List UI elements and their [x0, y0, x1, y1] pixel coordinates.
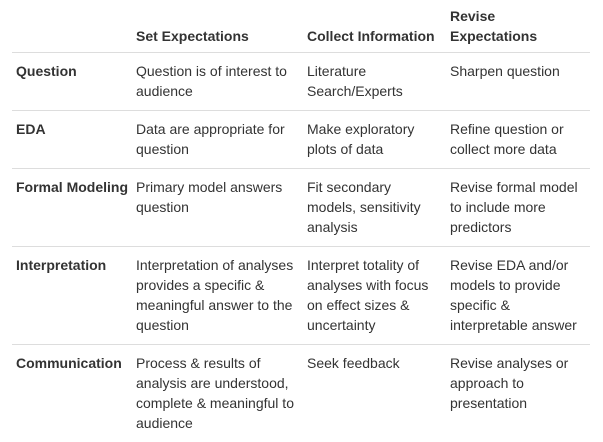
row-label-interpretation: Interpretation	[12, 247, 132, 345]
cell-set-expectations: Interpretation of analyses provides a sp…	[132, 247, 303, 345]
cell-revise-expectations: Revise EDA and/or models to provide spec…	[446, 247, 590, 345]
table-row: EDA Data are appropriate for question Ma…	[12, 111, 590, 169]
cell-collect-information: Literature Search/Experts	[303, 53, 446, 111]
cell-revise-expectations: Refine question or collect more data	[446, 111, 590, 169]
row-label-formal-modeling: Formal Modeling	[12, 169, 132, 247]
cell-collect-information: Interpret totality of analyses with focu…	[303, 247, 446, 345]
column-header-collect-information: Collect Information	[303, 0, 446, 53]
column-header-blank	[12, 0, 132, 53]
table-row: Interpretation Interpretation of analyse…	[12, 247, 590, 345]
row-label-communication: Communication	[12, 345, 132, 442]
table-row: Formal Modeling Primary model answers qu…	[12, 169, 590, 247]
row-label-eda: EDA	[12, 111, 132, 169]
cell-revise-expectations: Sharpen question	[446, 53, 590, 111]
cell-collect-information: Seek feedback	[303, 345, 446, 442]
expectations-table: Set Expectations Collect Information Rev…	[12, 0, 590, 442]
cell-set-expectations: Primary model answers question	[132, 169, 303, 247]
cell-revise-expectations: Revise formal model to include more pred…	[446, 169, 590, 247]
column-header-set-expectations: Set Expectations	[132, 0, 303, 53]
column-header-revise-expectations: Revise Expectations	[446, 0, 590, 53]
cell-set-expectations: Question is of interest to audience	[132, 53, 303, 111]
cell-set-expectations: Process & results of analysis are unders…	[132, 345, 303, 442]
cell-revise-expectations: Revise analyses or approach to presentat…	[446, 345, 590, 442]
header-row: Set Expectations Collect Information Rev…	[12, 0, 590, 53]
cell-collect-information: Fit secondary models, sensitivity analys…	[303, 169, 446, 247]
table-row: Communication Process & results of analy…	[12, 345, 590, 442]
cell-set-expectations: Data are appropriate for question	[132, 111, 303, 169]
table-row: Question Question is of interest to audi…	[12, 53, 590, 111]
row-label-question: Question	[12, 53, 132, 111]
cell-collect-information: Make exploratory plots of data	[303, 111, 446, 169]
